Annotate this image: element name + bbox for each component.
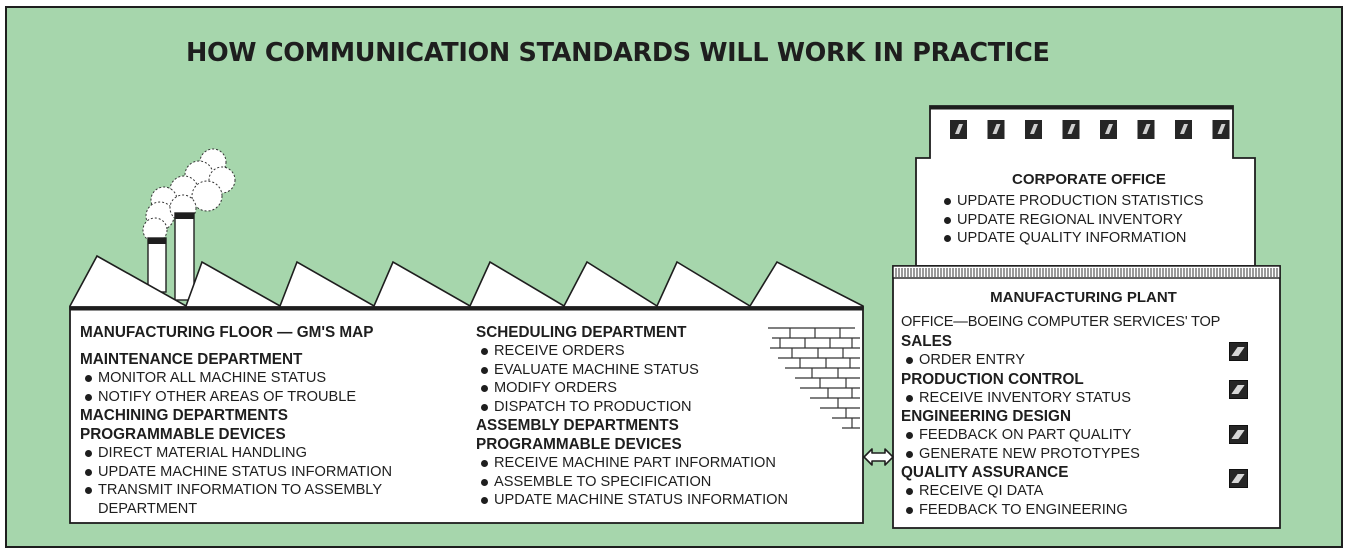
list-item: DIRECT MATERIAL HANDLING [80, 444, 392, 463]
brick-wall-texture [768, 327, 860, 429]
manufacturing-floor-building [69, 306, 864, 524]
corporate-office-panel: CORPORATE OFFICE UPDATE PRODUCTION STATI… [939, 170, 1239, 248]
assembly-subheading: PROGRAMMABLE DEVICES [476, 436, 682, 453]
machining-heading: MACHINING DEPARTMENTS [80, 407, 288, 424]
manufacturing-plant-panel: MANUFACTURING PLANT OFFICE—BOEING COMPUT… [901, 288, 1266, 519]
list-item: UPDATE PRODUCTION STATISTICS [939, 192, 1239, 211]
list-item: RECEIVE QI DATA [901, 482, 1266, 501]
list-item: GENERATE NEW PROTOTYPES [901, 445, 1266, 464]
list-item: RECEIVE ORDERS [476, 342, 788, 361]
list-item-continuation: DEPARTMENT [98, 500, 198, 517]
window-glare [1105, 124, 1113, 134]
engineering-design-heading: ENGINEERING DESIGN [901, 408, 1071, 425]
floor-left-column: MANUFACTURING FLOOR — GM'S MAP MAINTENAN… [80, 323, 392, 518]
terminal-icon [1229, 342, 1248, 361]
terminal-icon [1229, 425, 1248, 444]
assembly-heading: ASSEMBLY DEPARTMENTS [476, 417, 679, 434]
list-item: MONITOR ALL MACHINE STATUS [80, 369, 392, 388]
window-glare [1142, 124, 1151, 134]
floor-right-column: SCHEDULING DEPARTMENT RECEIVE ORDERS EVA… [476, 323, 788, 510]
list-item: UPDATE MACHINE STATUS INFORMATION [476, 491, 788, 510]
plant-subheading: OFFICE—BOEING COMPUTER SERVICES' TOP [901, 314, 1221, 330]
diagram-title: HOW COMMUNICATION STANDARDS WILL WORK IN… [186, 38, 1050, 68]
list-item: FEEDBACK TO ENGINEERING [901, 501, 1266, 520]
list-item: UPDATE MACHINE STATUS INFORMATION [80, 463, 392, 482]
plant-roof-band [892, 265, 1281, 279]
floor-heading: MANUFACTURING FLOOR — GM'S MAP [80, 324, 374, 341]
list-item: RECEIVE MACHINE PART INFORMATION [476, 454, 788, 473]
production-control-heading: PRODUCTION CONTROL [901, 370, 1084, 388]
maintenance-heading: MAINTENANCE DEPARTMENT [80, 351, 303, 368]
machining-subheading: PROGRAMMABLE DEVICES [80, 426, 286, 443]
window-glare [1180, 124, 1188, 134]
list-item: ORDER ENTRY [901, 351, 1266, 370]
window-glare [1067, 124, 1076, 134]
window-row [950, 120, 1230, 139]
list-item: EVALUATE MACHINE STATUS [476, 361, 788, 380]
list-item: TRANSMIT INFORMATION TO ASSEMBLY [80, 481, 392, 500]
quality-assurance-heading: QUALITY ASSURANCE [901, 464, 1069, 481]
list-item: RECEIVE INVENTORY STATUS [901, 389, 1266, 408]
terminal-icon [1229, 380, 1248, 399]
list-item: UPDATE QUALITY INFORMATION [939, 229, 1239, 248]
list-item: UPDATE REGIONAL INVENTORY [939, 211, 1239, 230]
double-headed-arrow-icon [863, 448, 894, 466]
manufacturing-plant-building [892, 265, 1281, 529]
sales-heading: SALES [901, 333, 952, 350]
window-glare [1030, 124, 1038, 134]
window-glare [1217, 124, 1226, 134]
list-item: NOTIFY OTHER AREAS OF TROUBLE [80, 388, 392, 407]
plant-roof-ticks [895, 268, 1278, 277]
plant-heading: MANUFACTURING PLANT [990, 289, 1177, 306]
window-glare [992, 124, 1001, 134]
chimney-icon [147, 212, 195, 301]
terminal-icon [1229, 469, 1248, 488]
window-glare [955, 124, 963, 134]
scheduling-heading: SCHEDULING DEPARTMENT [476, 324, 687, 341]
list-item: FEEDBACK ON PART QUALITY [901, 426, 1266, 445]
corporate-heading: CORPORATE OFFICE [1012, 171, 1166, 188]
list-item: DISPATCH TO PRODUCTION [476, 398, 788, 417]
list-item: MODIFY ORDERS [476, 379, 788, 398]
factory-sawtooth-roof [69, 254, 864, 310]
list-item: ASSEMBLE TO SPECIFICATION [476, 473, 788, 492]
